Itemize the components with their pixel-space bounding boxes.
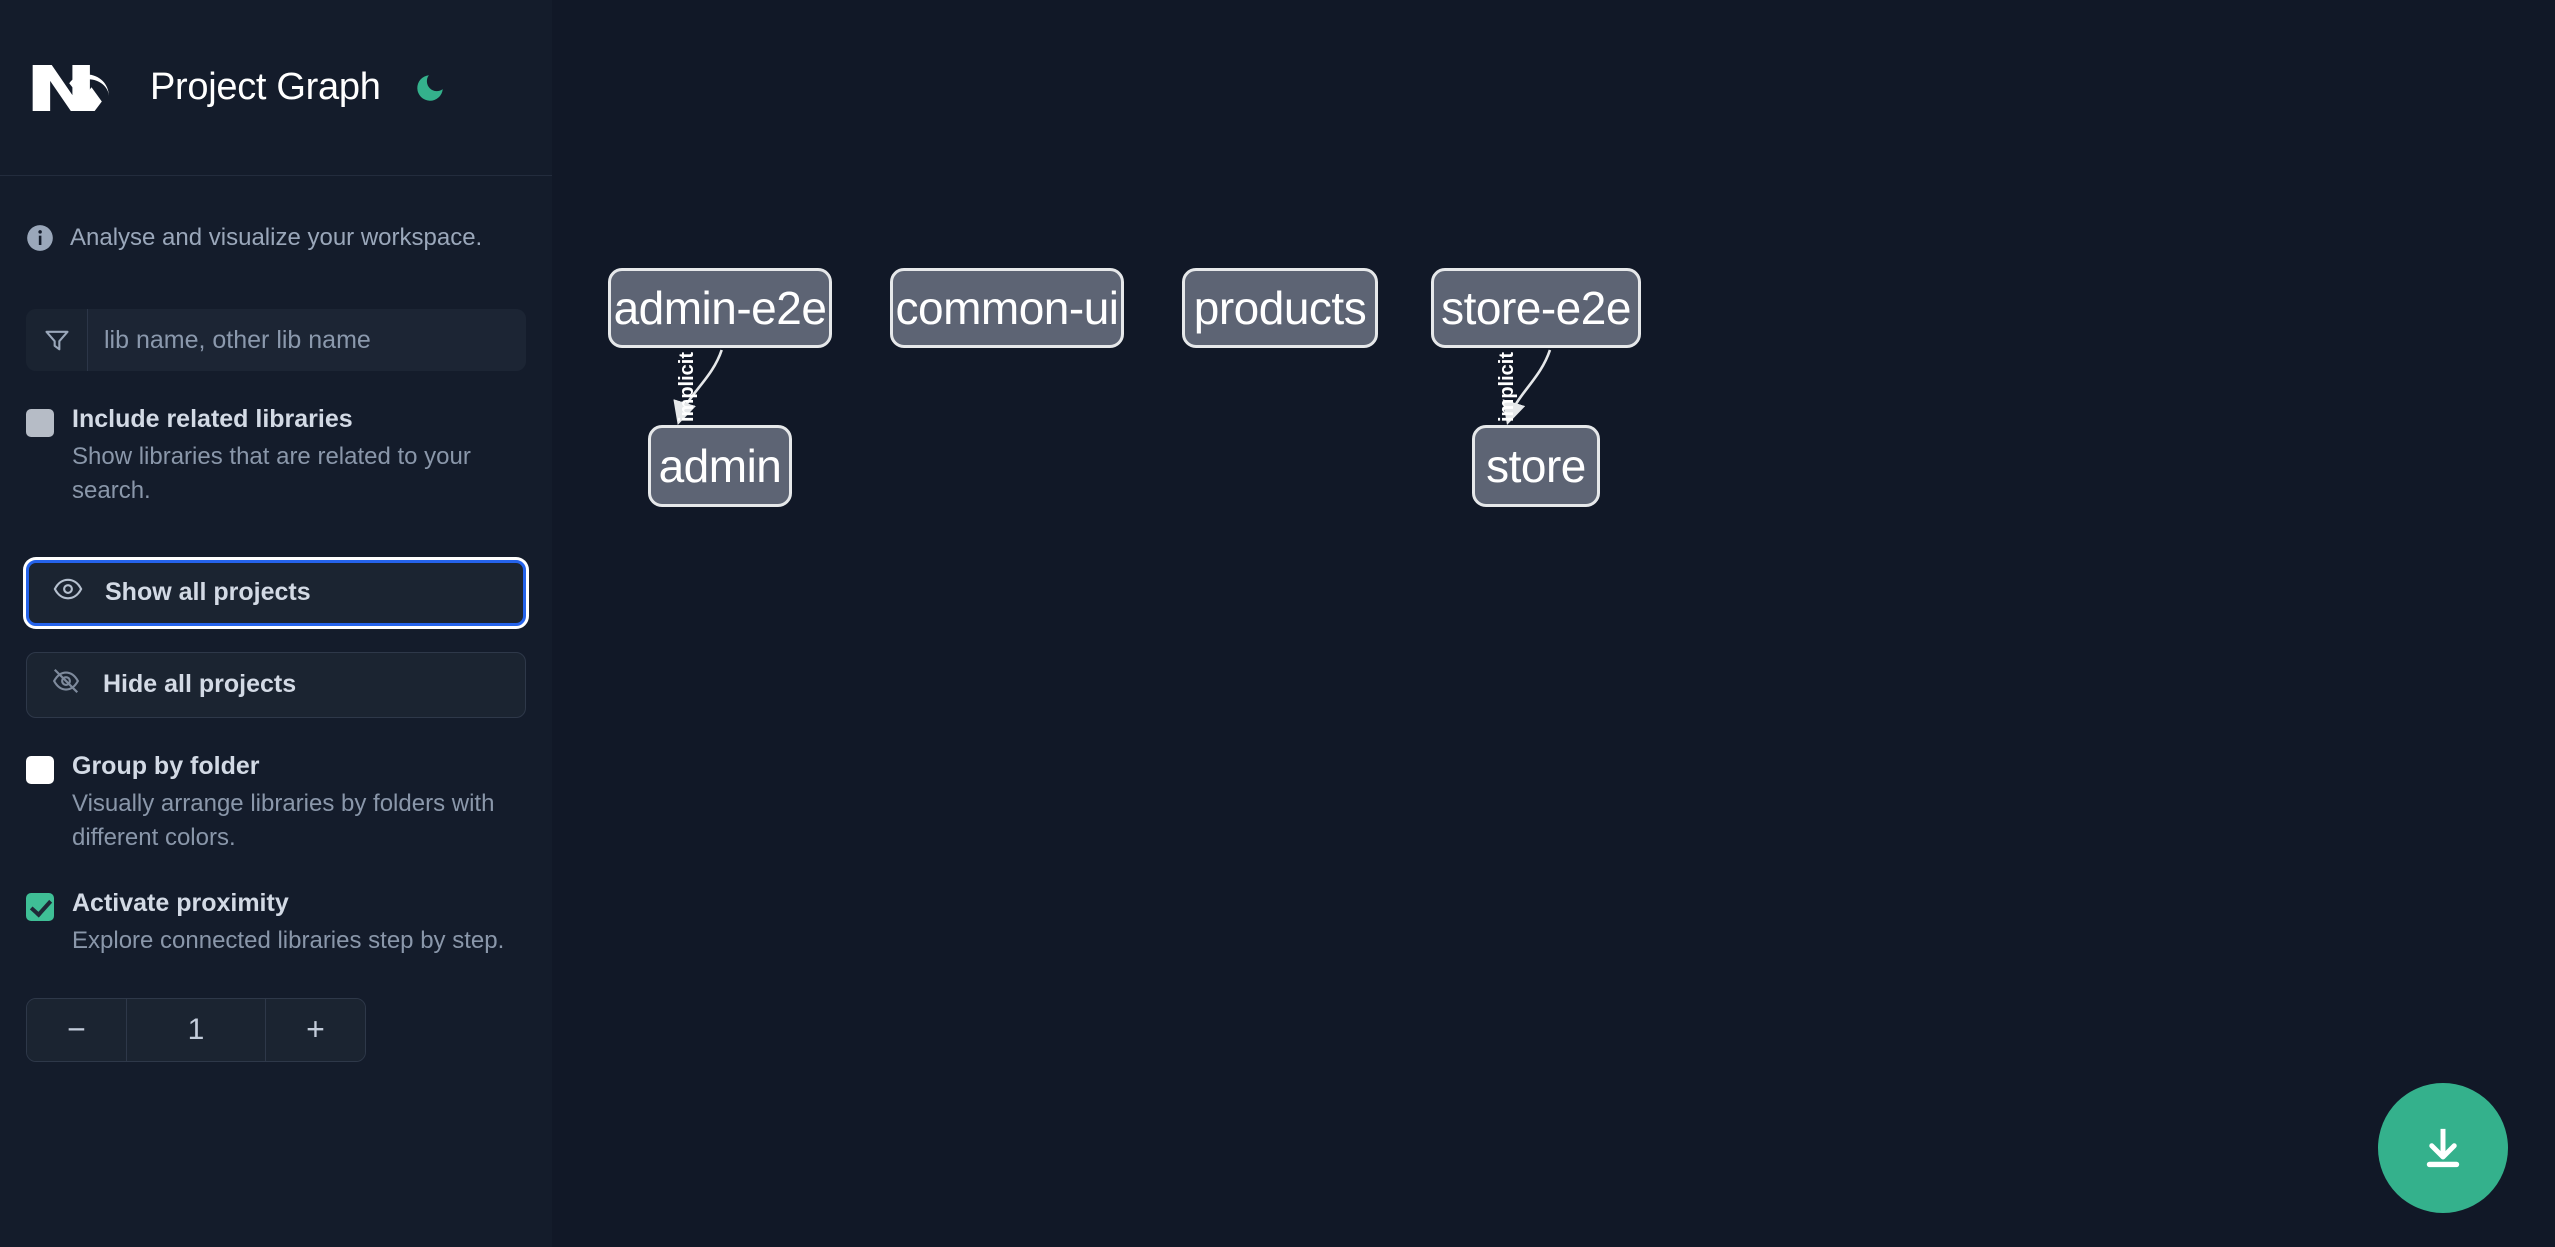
workspace-info-text: Analyse and visualize your workspace. bbox=[70, 224, 483, 252]
group-by-folder-description: Visually arrange libraries by folders wi… bbox=[72, 789, 495, 851]
graph-node-label: admin bbox=[658, 440, 782, 492]
funnel-filter-icon bbox=[26, 309, 88, 371]
sidebar-header: Project Graph bbox=[0, 0, 552, 176]
nx-logo-icon bbox=[26, 57, 122, 119]
graph-node-admin[interactable]: admin bbox=[648, 425, 792, 507]
include-related-libraries-checkbox[interactable] bbox=[26, 409, 54, 437]
option-group-by-folder[interactable]: Group by folder Visually arrange librari… bbox=[26, 752, 526, 855]
graph-node-label: common-ui bbox=[895, 282, 1119, 334]
proximity-value: 1 bbox=[127, 998, 265, 1061]
sidebar-body: Analyse and visualize your workspace. In… bbox=[0, 176, 552, 1062]
graph-edges bbox=[673, 349, 1552, 425]
info-circle-icon bbox=[26, 224, 54, 252]
graph-node-common-ui[interactable]: common-ui bbox=[890, 268, 1124, 348]
graph-node-store-e2e[interactable]: store-e2e bbox=[1431, 268, 1641, 348]
include-related-libraries-description: Show libraries that are related to your … bbox=[72, 442, 471, 504]
graph-node-label: store bbox=[1486, 440, 1586, 492]
moon-icon[interactable] bbox=[409, 67, 451, 109]
workspace-info: Analyse and visualize your workspace. bbox=[26, 176, 526, 262]
download-graph-button[interactable] bbox=[2378, 1083, 2508, 1213]
graph-node-label: admin-e2e bbox=[613, 282, 827, 334]
option-include-related-libraries[interactable]: Include related libraries Show libraries… bbox=[26, 405, 526, 508]
hide-all-projects-button[interactable]: Hide all projects bbox=[26, 651, 526, 718]
include-related-libraries-label: Include related libraries bbox=[72, 405, 353, 433]
graph-node-label: store-e2e bbox=[1441, 282, 1631, 334]
search-input[interactable] bbox=[88, 309, 526, 371]
hide-all-projects-label: Hide all projects bbox=[103, 670, 297, 699]
proximity-stepper[interactable]: − 1 + bbox=[26, 997, 366, 1062]
filter-field[interactable] bbox=[26, 309, 526, 371]
eye-icon bbox=[53, 574, 83, 611]
sidebar: Project Graph Analyse and visualize your… bbox=[0, 0, 552, 1247]
download-icon bbox=[2426, 1128, 2460, 1168]
eye-slash-icon bbox=[51, 666, 81, 703]
proximity-decrement-button[interactable]: − bbox=[27, 998, 127, 1061]
graph-node-admin-e2e[interactable]: admin-e2e bbox=[608, 268, 832, 348]
graph-edge-label-admin: implicit bbox=[676, 352, 698, 423]
activate-proximity-checkbox[interactable] bbox=[26, 892, 54, 921]
option-activate-proximity[interactable]: Activate proximity Explore connected lib… bbox=[26, 889, 526, 958]
group-by-folder-checkbox[interactable] bbox=[26, 755, 54, 784]
graph-node-label: products bbox=[1193, 282, 1367, 334]
graph-canvas[interactable]: admin-e2e common-ui products store-e2e a… bbox=[552, 0, 2555, 1247]
proximity-increment-button[interactable]: + bbox=[265, 998, 365, 1061]
group-by-folder-label: Group by folder bbox=[72, 751, 260, 780]
graph-node-store[interactable]: store bbox=[1472, 425, 1600, 507]
page-title: Project Graph bbox=[150, 66, 381, 108]
graph-node-products[interactable]: products bbox=[1182, 268, 1378, 348]
activate-proximity-label: Activate proximity bbox=[72, 888, 289, 917]
show-all-projects-button[interactable]: Show all projects bbox=[26, 559, 526, 626]
graph-edge-label-store: implicit bbox=[1496, 352, 1518, 423]
activate-proximity-description: Explore connected libraries step by step… bbox=[72, 926, 505, 954]
show-all-projects-label: Show all projects bbox=[105, 578, 311, 607]
